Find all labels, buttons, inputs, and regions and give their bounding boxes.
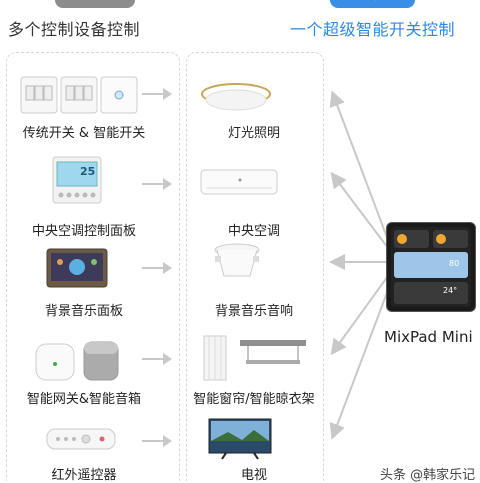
television bbox=[208, 418, 272, 464]
ceiling-speaker-icon bbox=[214, 243, 260, 277]
left-title: 多个控制设备控制 bbox=[8, 20, 141, 39]
label-curtain-rack: 智能窗帘/智能晾衣架 bbox=[193, 392, 315, 407]
switch-panels bbox=[20, 76, 140, 120]
music-panel bbox=[46, 248, 108, 292]
now-badge: 现在 bbox=[330, 0, 415, 8]
television-icon bbox=[208, 418, 272, 460]
arrow-row2 bbox=[142, 178, 172, 190]
label-music-speaker: 背景音乐音响 bbox=[214, 304, 293, 319]
ir-remote bbox=[46, 428, 116, 454]
ceiling-light-icon bbox=[201, 83, 271, 111]
gateway-speaker bbox=[34, 340, 124, 386]
watermark: 头条 @韩家乐记 bbox=[380, 468, 476, 483]
label-music-panel: 背景音乐面板 bbox=[44, 304, 123, 319]
ir-remote-icon bbox=[46, 428, 116, 450]
before-badge: 以前 bbox=[55, 0, 135, 8]
mixpad-screen-icon bbox=[391, 227, 471, 307]
label-tv: 电视 bbox=[240, 468, 267, 483]
label-gateway-speaker: 智能网关&智能音箱 bbox=[26, 392, 142, 407]
ceiling-speaker bbox=[212, 242, 262, 286]
music-panel-icon bbox=[46, 248, 108, 288]
label-lighting: 灯光照明 bbox=[227, 126, 280, 141]
arrow-row1 bbox=[142, 88, 172, 100]
label-central-ac: 中央空调 bbox=[227, 224, 280, 239]
mixpad-temp: 24° bbox=[443, 286, 458, 295]
arrow-row3 bbox=[142, 262, 172, 274]
thermostat-icon bbox=[52, 156, 102, 204]
left-column-frame bbox=[6, 52, 180, 481]
mixpad-mini-device: 80 24° bbox=[386, 222, 476, 312]
label-ir-remote: 红外遥控器 bbox=[51, 468, 117, 483]
curtain-rack-icon bbox=[203, 335, 306, 381]
gateway-speaker-icon bbox=[35, 341, 119, 381]
label-ac-panel: 中央空调控制面板 bbox=[31, 224, 136, 239]
thermostat-temp: 25 bbox=[80, 165, 96, 178]
label-traditional-switch: 传统开关 & 智能开关 bbox=[22, 126, 146, 141]
mixpad-level: 80 bbox=[449, 259, 460, 268]
ac-unit bbox=[200, 168, 278, 200]
arrow-row5 bbox=[142, 435, 172, 447]
right-title: 一个超级智能开关控制 bbox=[290, 20, 456, 39]
curtain-rack bbox=[200, 334, 310, 386]
arrow-row4 bbox=[142, 353, 172, 365]
switch-panels-icon bbox=[20, 76, 138, 114]
product-name: MixPad Mini bbox=[384, 328, 473, 346]
middle-column-frame bbox=[186, 52, 324, 481]
ceiling-light bbox=[200, 80, 272, 118]
thermostat bbox=[52, 156, 102, 208]
ac-unit-icon bbox=[200, 169, 278, 195]
